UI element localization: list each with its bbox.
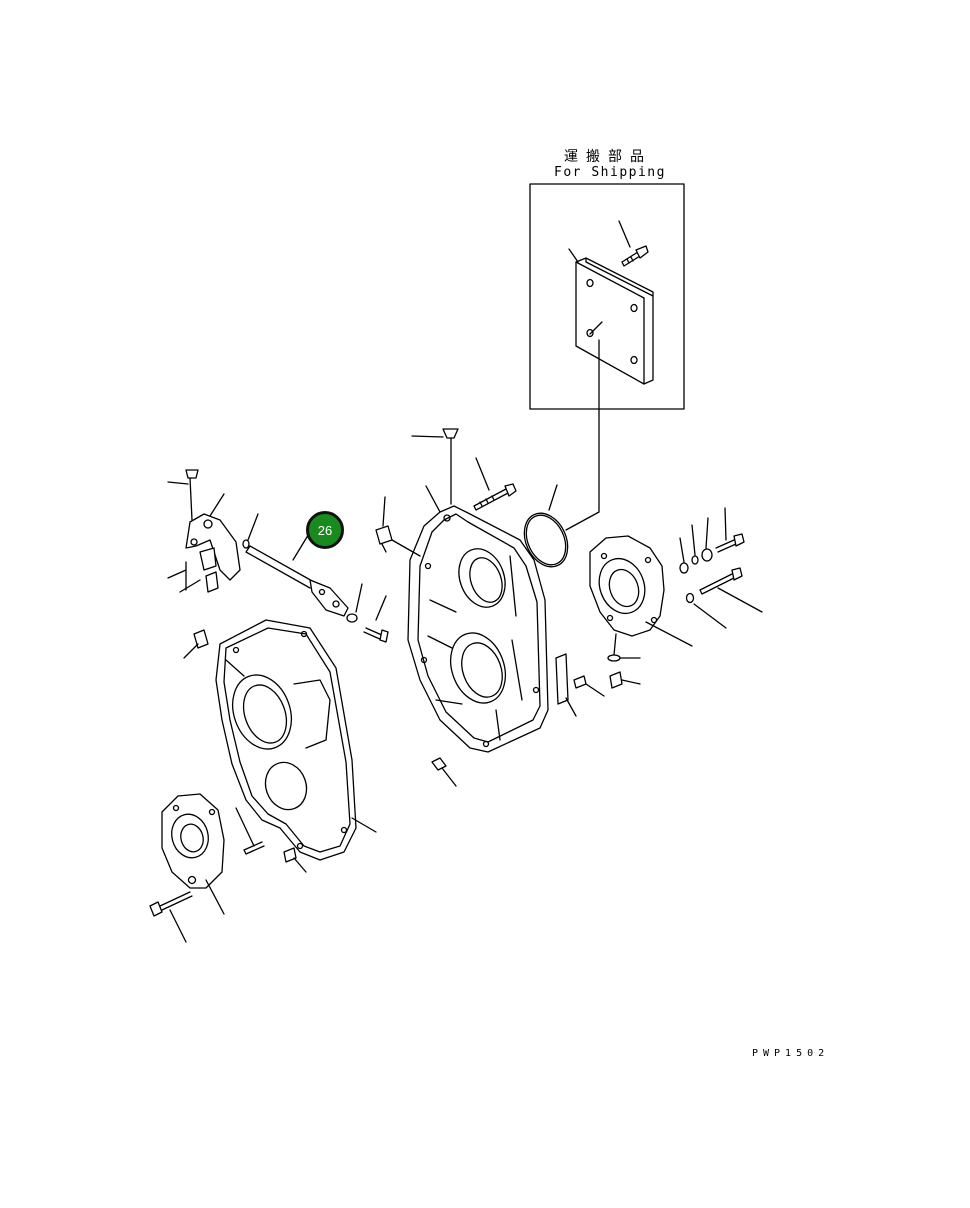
callout-badge-26[interactable]: 26 <box>306 511 344 549</box>
dowel-left <box>184 630 208 658</box>
right-fasteners <box>608 508 762 688</box>
small-bracket <box>432 654 604 786</box>
shipping-title-en: For Shipping <box>554 165 666 180</box>
center-housing <box>408 486 548 752</box>
shipping-title-jp: 運搬部品 <box>564 149 652 165</box>
o-ring <box>516 485 576 574</box>
bottom-left-cover <box>162 794 224 914</box>
right-cover <box>590 536 692 646</box>
top-pin <box>412 429 458 504</box>
shaft-nut-bolt <box>347 584 388 642</box>
drawing-code: PWP1502 <box>752 1048 830 1059</box>
long-bolt-top <box>474 458 516 510</box>
callout-number: 26 <box>317 522 333 538</box>
upper-left-bracket <box>168 470 258 592</box>
lower-left-fasteners <box>236 808 306 872</box>
breather-fitting <box>376 497 420 556</box>
shipping-parts-box <box>530 184 684 409</box>
bottom-left-bolt <box>150 892 192 942</box>
left-housing <box>216 620 376 860</box>
box-bolt <box>622 246 648 266</box>
